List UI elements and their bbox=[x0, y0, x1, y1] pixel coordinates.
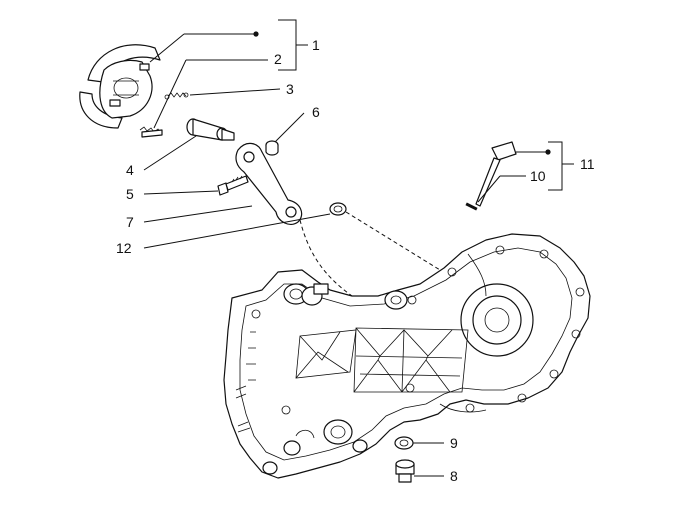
brake-lever-drawing bbox=[235, 142, 303, 225]
callouts: 1 2 3 6 4 5 7 12 11 10 9 8 bbox=[116, 37, 595, 484]
leader-lines bbox=[143, 19, 574, 477]
callout-9: 9 bbox=[450, 435, 458, 451]
leader-dots bbox=[253, 31, 551, 155]
callout-10: 10 bbox=[530, 168, 546, 184]
callout-6: 6 bbox=[312, 104, 320, 120]
o-ring-drawing bbox=[329, 202, 347, 216]
callout-4: 4 bbox=[126, 162, 134, 178]
crankcase-drawing bbox=[223, 233, 591, 479]
drain-plug-drawing bbox=[395, 459, 415, 483]
callout-8: 8 bbox=[450, 468, 458, 484]
brake-shoes-drawing bbox=[79, 44, 161, 129]
bolt-drawing bbox=[217, 175, 249, 196]
callout-1: 1 bbox=[312, 37, 320, 53]
pin-drawing bbox=[265, 140, 279, 156]
brake-spring-drawing bbox=[139, 126, 163, 138]
washer-drawing bbox=[394, 436, 414, 450]
callout-5: 5 bbox=[126, 186, 134, 202]
callout-12: 12 bbox=[116, 240, 132, 256]
dipstick-drawing bbox=[465, 141, 517, 211]
callout-7: 7 bbox=[126, 214, 134, 230]
callout-11: 11 bbox=[580, 156, 595, 172]
callout-2: 2 bbox=[274, 51, 282, 67]
brake-cam-drawing bbox=[186, 118, 235, 141]
callout-3: 3 bbox=[286, 81, 294, 97]
